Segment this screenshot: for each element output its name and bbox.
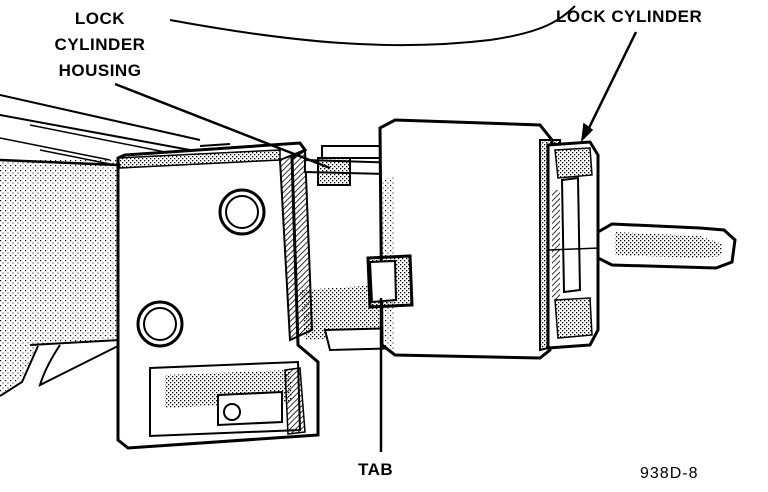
- lock-cylinder-label: LOCK CYLINDER: [556, 7, 703, 26]
- callout-arc: [169, 5, 576, 47]
- lock-cylinder-housing-label: LOCK CYLINDER HOUSING: [36, 6, 164, 84]
- housing-label-line-3: HOUSING: [58, 61, 142, 80]
- leader-lines: [114, 31, 638, 452]
- leader-lock-cylinder: [584, 31, 638, 135]
- column-casting: [0, 94, 385, 397]
- leader-housing: [114, 82, 331, 170]
- housing-label-line-1: LOCK: [74, 9, 126, 28]
- lock-cylinder-housing: [116, 141, 320, 450]
- figure-number: 938D-8: [640, 465, 699, 482]
- tab: [366, 254, 414, 309]
- tab-label: TAB: [358, 460, 394, 479]
- arrowhead-lock-cylinder: [580, 122, 594, 143]
- lock-cylinder: [378, 118, 601, 360]
- housing-label-line-2: CYLINDER: [54, 35, 146, 54]
- key: [596, 222, 737, 270]
